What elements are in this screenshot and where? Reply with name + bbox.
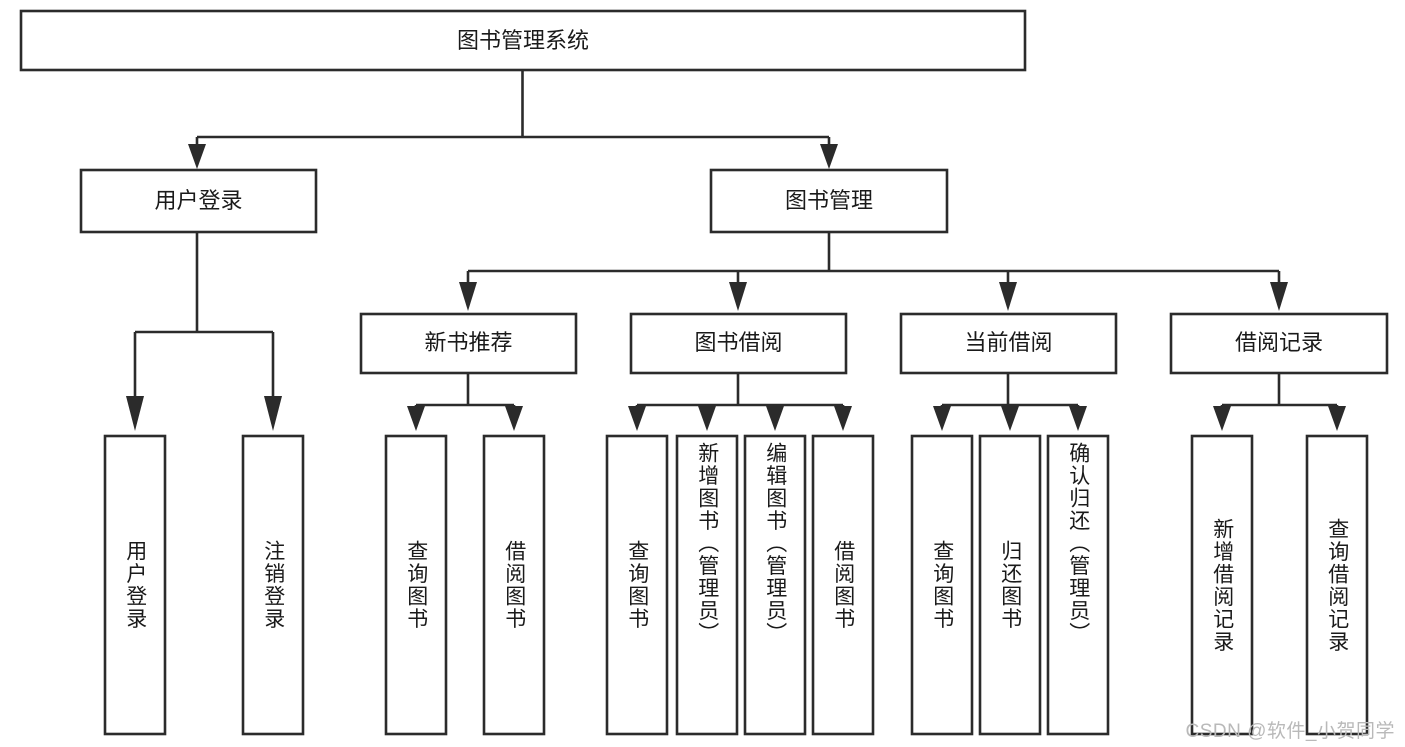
arrow-to-user-login xyxy=(188,144,206,169)
node-label-current-borrow: 当前借阅 xyxy=(964,330,1052,355)
node-box-leaf-user-login[interactable] xyxy=(103,434,167,736)
arrow-to-leaf-user-login xyxy=(126,396,144,431)
arrow-to-leaf-borrow-book xyxy=(834,406,852,431)
node-box-leaf-query-book-current[interactable] xyxy=(910,434,974,736)
arrow-to-leaf-query-borrow-record xyxy=(1328,406,1346,431)
arrow-to-book-borrow xyxy=(729,282,747,311)
watermark-text: CSDN @软件_小贺同学 xyxy=(1185,721,1395,742)
node-label-book-manage: 图书管理 xyxy=(785,188,873,213)
arrow-to-leaf-return-book xyxy=(1001,406,1019,431)
node-box-leaf-borrow-book[interactable] xyxy=(811,434,875,736)
node-box-leaf-borrow-book-rec[interactable] xyxy=(482,434,546,736)
arrow-to-leaf-query-book-borrow xyxy=(628,406,646,431)
node-box-leaf-return-book[interactable] xyxy=(978,434,1042,736)
arrow-to-borrow-record xyxy=(1270,282,1288,311)
node-label-borrow-record: 借阅记录 xyxy=(1235,330,1323,355)
node-box-leaf-query-book-borrow[interactable] xyxy=(605,434,669,736)
node-label-book-borrow: 图书借阅 xyxy=(694,330,782,355)
node-box-leaf-edit-book-admin[interactable] xyxy=(743,434,807,736)
node-box-leaf-confirm-return-admin[interactable] xyxy=(1046,434,1110,736)
node-box-borrow-record[interactable] xyxy=(1169,312,1389,375)
arrow-to-leaf-add-borrow-record xyxy=(1213,406,1231,431)
node-label-new-book-recommend: 新书推荐 xyxy=(424,330,512,355)
connector-group-user-login-to-leaves xyxy=(126,232,282,431)
node-box-leaf-logout-login[interactable] xyxy=(241,434,305,736)
arrow-to-leaf-logout-login xyxy=(264,396,282,431)
node-label-root: 图书管理系统 xyxy=(457,28,589,53)
connector-group-new-book-recommend-to-leaves xyxy=(407,373,523,431)
node-box-leaf-add-book-admin[interactable] xyxy=(675,434,739,736)
node-box-book-manage[interactable] xyxy=(709,168,949,234)
node-box-user-login[interactable] xyxy=(79,168,318,234)
node-box-leaf-query-book-rec[interactable] xyxy=(384,434,448,736)
node-box-new-book-recommend[interactable] xyxy=(359,312,578,375)
node-box-book-borrow[interactable] xyxy=(629,312,848,375)
node-box-root[interactable] xyxy=(19,9,1027,72)
arrow-to-leaf-add-book-admin xyxy=(698,406,716,431)
node-box-current-borrow[interactable] xyxy=(899,312,1118,375)
connector-group-current-borrow-to-leaves xyxy=(933,373,1087,431)
arrow-to-leaf-edit-book-admin xyxy=(766,406,784,431)
arrow-to-leaf-confirm-return-admin xyxy=(1069,406,1087,431)
arrow-to-leaf-query-book-current xyxy=(933,406,951,431)
arrow-to-leaf-query-book-rec xyxy=(407,406,425,431)
connector-group-borrow-record-to-leaves xyxy=(1213,373,1346,431)
node-box-leaf-add-borrow-record[interactable] xyxy=(1190,434,1254,736)
arrow-to-book-manage xyxy=(820,144,838,169)
connector-group-root-to-level2 xyxy=(188,70,838,169)
connector-group-book-manage-to-level3 xyxy=(459,232,1288,311)
arrow-to-current-borrow xyxy=(999,282,1017,311)
connector-group-book-borrow-to-leaves xyxy=(628,373,852,431)
node-box-leaf-query-borrow-record[interactable] xyxy=(1305,434,1369,736)
arrow-to-leaf-borrow-book-rec xyxy=(505,406,523,431)
arrow-to-new-book-recommend xyxy=(459,282,477,311)
node-label-user-login: 用户登录 xyxy=(154,188,242,213)
